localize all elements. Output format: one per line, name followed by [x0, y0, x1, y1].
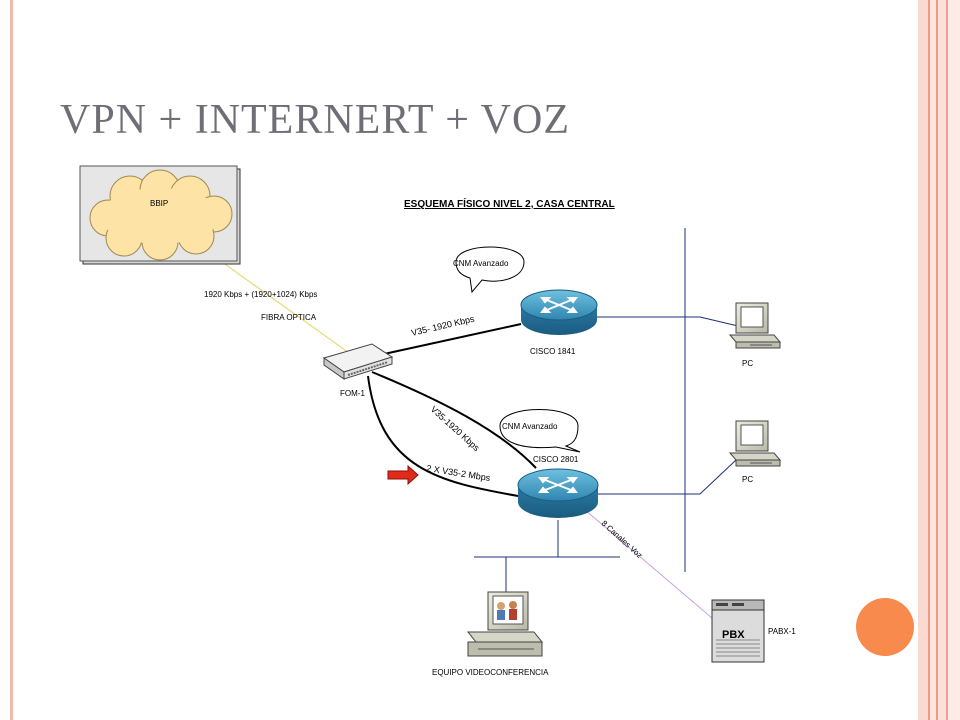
pc-icon [728, 420, 782, 467]
pbx-icon [711, 599, 765, 663]
orange-accent-dot [856, 598, 914, 656]
diagram-heading: ESQUEMA FÍSICO NIVEL 2, CASA CENTRAL [404, 197, 615, 210]
left-frame-rule [10, 0, 13, 720]
fom-label: FOM-1 [340, 389, 365, 398]
link-dual-line [367, 375, 519, 497]
link-1841-line [383, 323, 522, 355]
pbx-text: PBX [722, 629, 745, 641]
cnm-label-1: CNM Avanzado [453, 259, 509, 268]
link-2801-line [371, 371, 537, 469]
link-dual-label: 2 X V35-2 Mbps [426, 463, 492, 483]
cloud-label: BBIP [150, 199, 168, 208]
router-icon [517, 468, 599, 518]
pc-icon [728, 302, 782, 349]
fiber-link-line [221, 261, 353, 356]
router-1841-label: CISCO 1841 [530, 347, 576, 356]
cnm-label-2: CNM Avanzado [502, 422, 558, 431]
cnm-bubble-1 [455, 246, 525, 294]
lan-pc2-line [699, 459, 737, 495]
right-frame-stripes [918, 0, 960, 720]
lan-pc1-line [699, 316, 739, 327]
voice-channels-label: 8 Canales Voz [600, 519, 644, 560]
router-2801-label: CISCO 2801 [533, 455, 579, 464]
videoconference-label: EQUIPO VIDEOCONFERENCIA [432, 668, 549, 677]
cnm-bubble-2 [499, 409, 581, 453]
pc-2-label: PC [742, 475, 753, 484]
switch-icon [322, 343, 394, 380]
slide-title: VPN + INTERNERT + VOZ [60, 97, 570, 143]
pc-1-label: PC [742, 359, 753, 368]
videoconference-icon [466, 591, 544, 657]
cloud-icon [79, 165, 241, 265]
red-arrow-icon [387, 464, 419, 486]
fiber-speed-label: 1920 Kbps + (1920+1024) Kbps [204, 290, 317, 299]
link-1841-label: V35- 1920 Kbps [410, 314, 476, 338]
router-icon [520, 289, 598, 335]
pbx-label: PABX-1 [768, 627, 796, 636]
voice-link-line [584, 509, 713, 619]
fiber-type-label: FIBRA OPTICA [261, 313, 317, 322]
